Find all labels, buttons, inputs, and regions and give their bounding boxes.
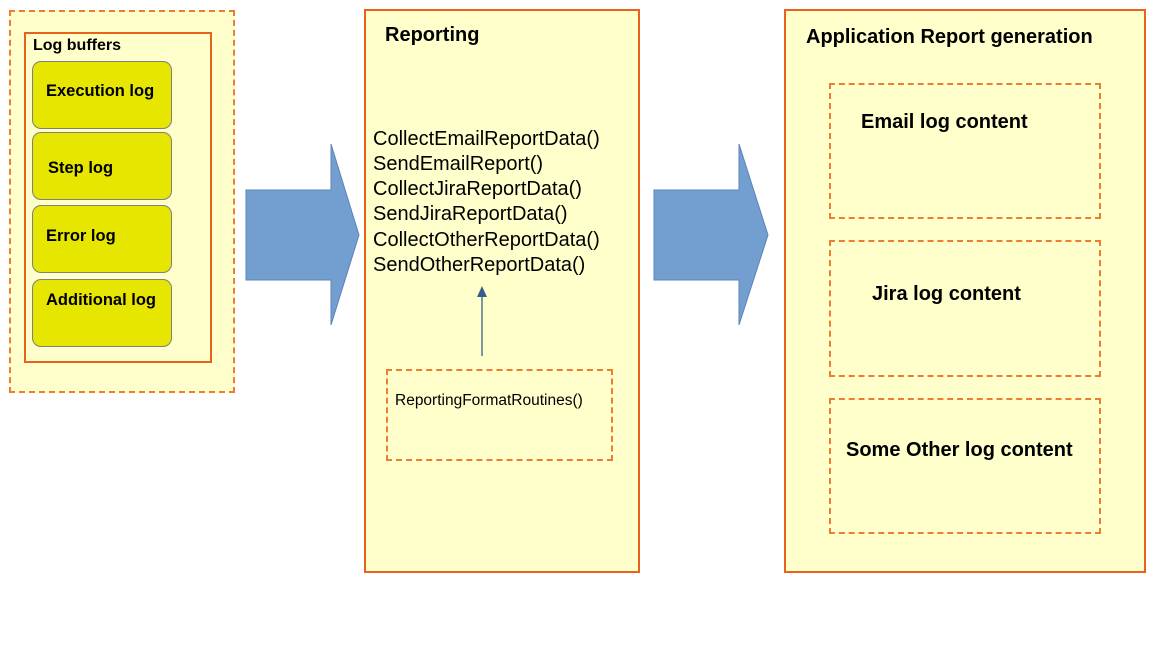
buffer-label: Step log xyxy=(48,159,114,177)
flow-arrow-to-app-report xyxy=(653,143,769,326)
format-routines-box xyxy=(386,369,613,461)
reporting-title: Reporting xyxy=(385,24,480,46)
function-send-jira-report-data: SendJiraReportData() xyxy=(373,203,568,225)
email-content-label: Email log content xyxy=(861,111,1028,133)
buffer-label: Error log xyxy=(46,227,116,245)
jira-content-label: Jira log content xyxy=(872,283,1021,305)
log-buffers-title: Log buffers xyxy=(33,37,121,54)
function-collect-other-report-data: CollectOtherReportData() xyxy=(373,229,600,251)
email-content-box xyxy=(829,83,1101,219)
buffer-label: Execution log xyxy=(46,82,155,100)
buffer-label: Additional log xyxy=(46,291,156,309)
function-send-email-report: SendEmailReport() xyxy=(373,153,544,175)
format-routines-label: ReportingFormatRoutines() xyxy=(395,392,583,409)
app-report-title: Application Report generation xyxy=(806,26,1093,48)
other-content-label: Some Other log content xyxy=(846,439,1073,461)
jira-content-box xyxy=(829,240,1101,377)
buffer-execution-log: Execution log xyxy=(32,61,172,129)
reporting-panel xyxy=(364,9,640,573)
buffer-step-log: Step log xyxy=(32,132,172,200)
other-content-box xyxy=(829,398,1101,534)
function-collect-jira-report-data: CollectJiraReportData() xyxy=(373,178,582,200)
flow-arrow-to-reporting xyxy=(245,143,360,326)
buffer-additional-log: Additional log xyxy=(32,279,172,347)
buffer-error-log: Error log xyxy=(32,205,172,273)
connector-arrow-up xyxy=(477,286,487,356)
function-collect-email-report-data: CollectEmailReportData() xyxy=(373,128,600,150)
function-send-other-report-data: SendOtherReportData() xyxy=(373,254,586,276)
